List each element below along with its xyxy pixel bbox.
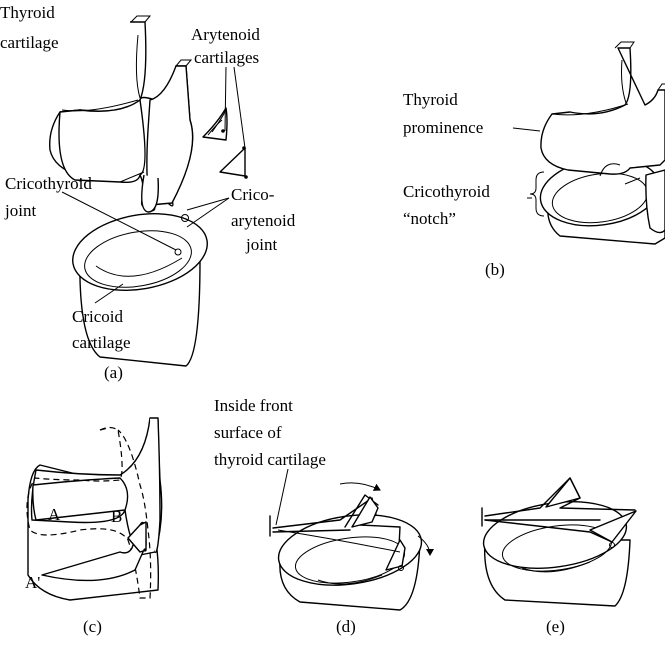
label-cricoarytenoid-joint: Crico- arytenoid joint — [231, 185, 299, 254]
arytenoid-leader-2 — [234, 67, 245, 148]
larynx-assembled-drawing — [536, 42, 665, 244]
caption-c: (c) — [83, 617, 102, 636]
cricoarytenoid-leader-1 — [187, 198, 229, 210]
panel-b: Thyroid prominence Cricothyroid “notch” … — [403, 42, 665, 279]
inside-surface-leader — [276, 469, 288, 525]
panel-c: A B A' (c) — [25, 418, 162, 636]
label-thyroid-cartilage: Thyroid cartilage — [0, 3, 59, 52]
panel-e: (e) — [479, 478, 636, 636]
panel-d: Inside front surface of thyroid cartilag… — [214, 396, 430, 636]
label-point-a: A — [48, 505, 61, 524]
caption-a: (a) — [104, 363, 123, 382]
panel-a: Thyroid cartilage Arytenoid cartilages C… — [0, 3, 299, 382]
cricoarytenoid-leader-2 — [187, 198, 229, 227]
label-cricothyroid-joint: Cricothyroid joint — [4, 174, 96, 220]
prominence-leader — [513, 128, 540, 131]
label-cricothyroid-notch: Cricothyroid “notch” — [403, 182, 494, 228]
arytenoid-abduction-drawing — [479, 478, 636, 606]
label-inside-front-surface: Inside front surface of thyroid cartilag… — [214, 396, 326, 469]
caption-e: (e) — [546, 617, 565, 636]
label-arytenoid-cartilages: Arytenoid cartilages — [191, 25, 264, 67]
label-point-a-prime: A' — [25, 573, 40, 592]
caption-b: (b) — [485, 260, 505, 279]
label-point-b: B — [111, 507, 122, 526]
label-thyroid-prominence: Thyroid prominence — [403, 90, 483, 137]
arytenoid-adduction-drawing — [270, 495, 426, 610]
caption-d: (d) — [336, 617, 356, 636]
rotation-arrow-upper — [340, 483, 380, 490]
